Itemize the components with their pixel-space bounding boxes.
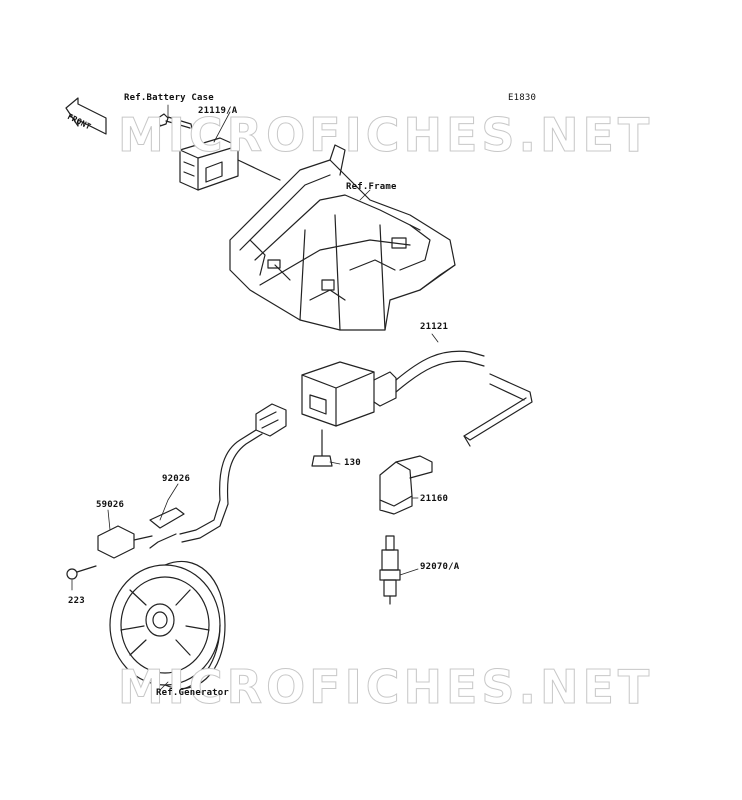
cdi-unit (179, 137, 281, 191)
ignition-coil (301, 350, 533, 447)
leader-lines (71, 104, 439, 691)
spark-plug-cap (379, 455, 433, 515)
flywheel (109, 560, 226, 691)
part-59026-label: 59026 (96, 500, 125, 510)
watermark-top: MICROFICHES.NET (117, 108, 654, 163)
pulser-coil (97, 525, 153, 559)
part-92026-label: 92026 (162, 474, 191, 484)
front-arrow-icon (65, 97, 107, 135)
coil-bolt (311, 429, 333, 467)
watermark-bottom: MICROFICHES.NET (117, 660, 654, 715)
battery-case-bolt (157, 113, 193, 130)
diagram-code: E1830 (508, 93, 537, 103)
wiring-harness (149, 403, 287, 549)
part-223-label: 223 (68, 596, 85, 606)
frame (229, 144, 456, 331)
part-21119-label: 21119/A (198, 106, 238, 116)
ref-frame-label: Ref.Frame (346, 182, 397, 192)
ref-battery-case-label: Ref.Battery Case (124, 93, 214, 103)
ref-generator-label: Ref.Generator (156, 688, 230, 698)
part-21160-label: 21160 (420, 494, 449, 504)
part-21121-label: 21121 (420, 322, 449, 332)
part-130-label: 130 (344, 458, 361, 468)
spark-plug (379, 535, 401, 605)
part-92070-label: 92070/A (420, 562, 460, 572)
screw (66, 565, 97, 580)
